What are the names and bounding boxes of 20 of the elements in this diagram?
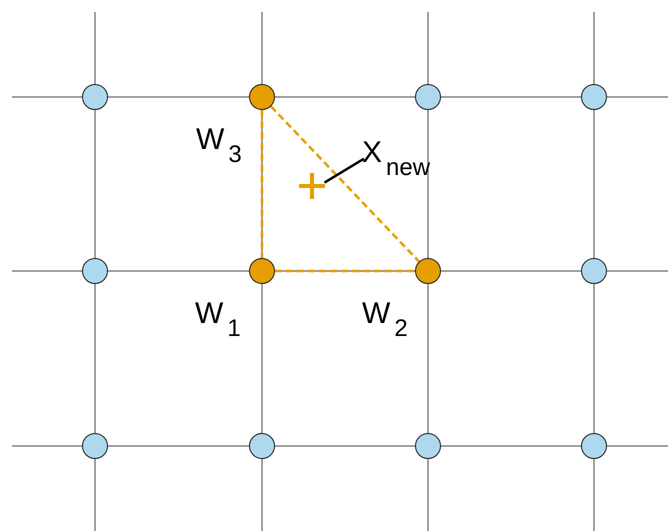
sample-point <box>249 258 275 284</box>
grid-point <box>581 258 607 284</box>
dashed-line <box>260 110 264 258</box>
grid-point <box>82 84 108 110</box>
grid-point <box>82 433 108 459</box>
plus-marker <box>299 173 325 199</box>
grid-point <box>581 84 607 110</box>
dashed-line <box>275 270 415 272</box>
sample-point <box>249 84 275 110</box>
dashed-line <box>270 106 420 262</box>
grid-point <box>581 433 607 459</box>
leader-line <box>324 158 365 184</box>
point-label: W$_{1}$ <box>195 299 241 342</box>
sample-point <box>415 258 441 284</box>
grid-point <box>415 84 441 110</box>
point-label: W$_{2}$ <box>362 299 408 342</box>
grid-point <box>82 258 108 284</box>
point-label: W$_{3}$ <box>196 125 242 168</box>
grid-point <box>415 433 441 459</box>
grid-point <box>249 433 275 459</box>
